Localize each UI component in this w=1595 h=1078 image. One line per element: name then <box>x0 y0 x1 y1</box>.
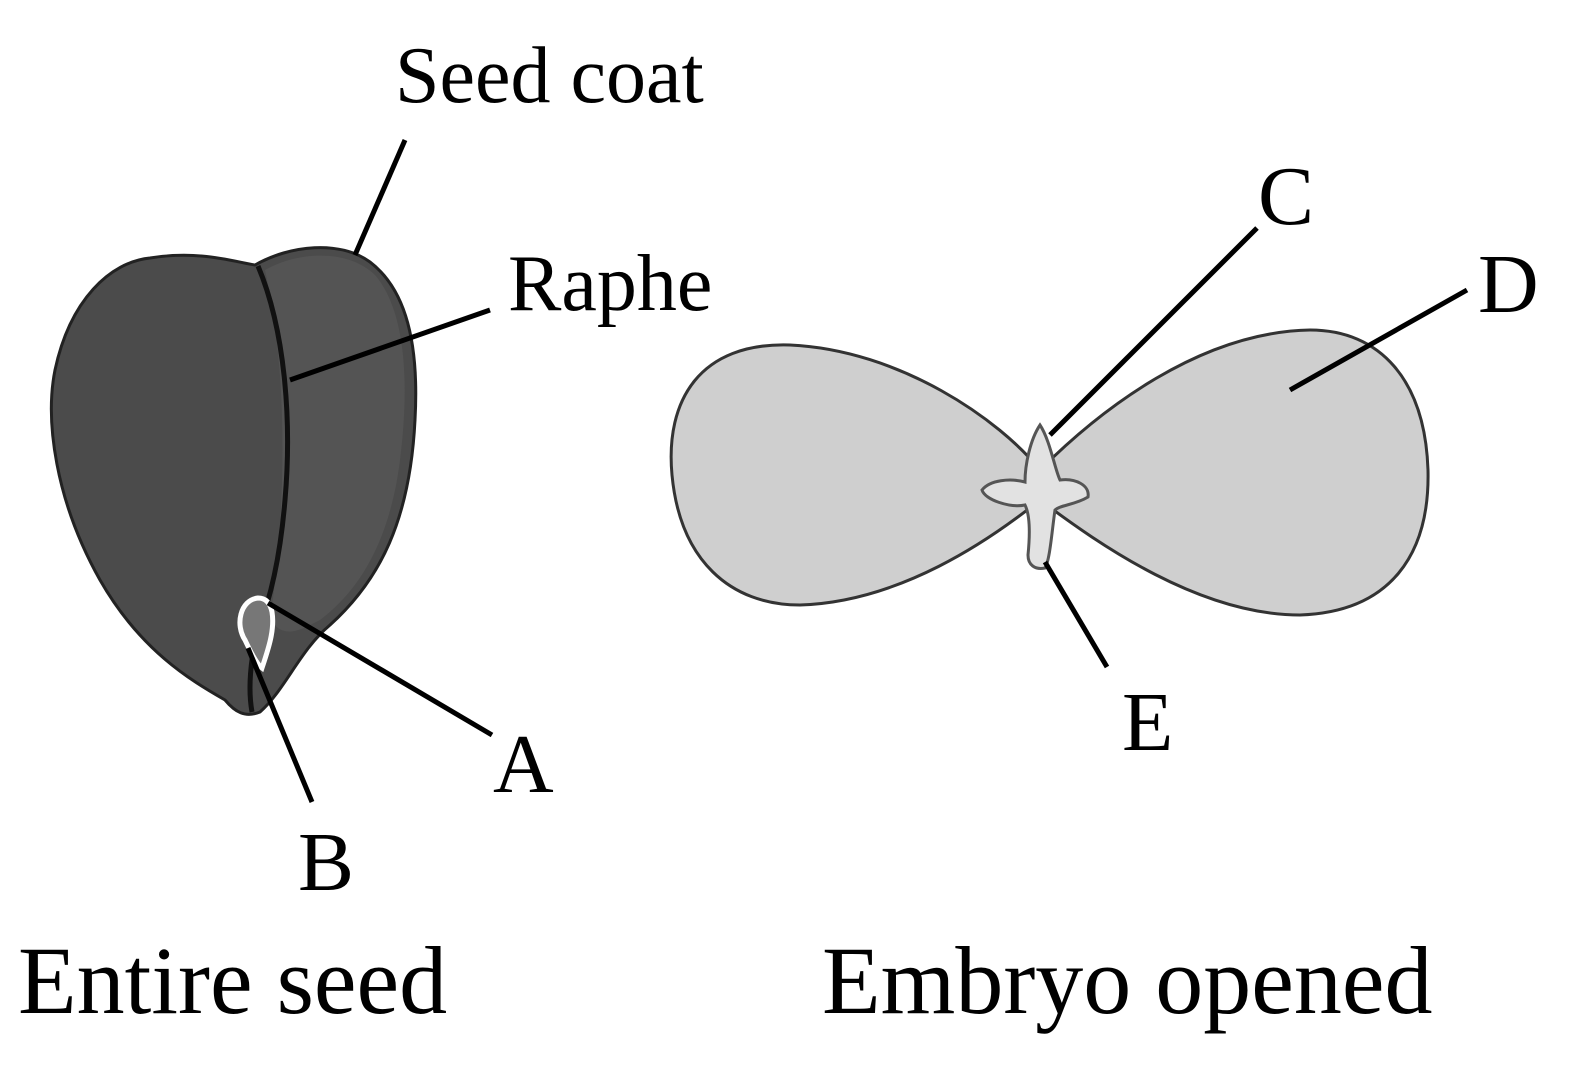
embryo-illustration <box>669 328 1430 617</box>
label-c: C <box>1258 150 1314 243</box>
caption-entire-seed: Entire seed <box>18 927 447 1034</box>
entire-seed-illustration <box>50 246 418 716</box>
label-b: B <box>298 816 354 909</box>
a-leader <box>266 600 494 738</box>
seed-coat-leader <box>352 139 408 256</box>
raphe-leader <box>289 307 491 383</box>
embryo-axis <box>980 422 1090 570</box>
e-leader <box>1042 560 1110 669</box>
label-raphe: Raphe <box>508 240 712 328</box>
caption-embryo-opened: Embryo opened <box>822 927 1433 1034</box>
d-leader <box>1288 287 1469 393</box>
c-leader <box>1048 226 1259 437</box>
label-e: E <box>1122 676 1173 769</box>
label-seed-coat: Seed coat <box>395 32 704 120</box>
label-a: A <box>493 718 554 811</box>
b-leader <box>245 647 315 803</box>
label-d: D <box>1478 238 1539 331</box>
